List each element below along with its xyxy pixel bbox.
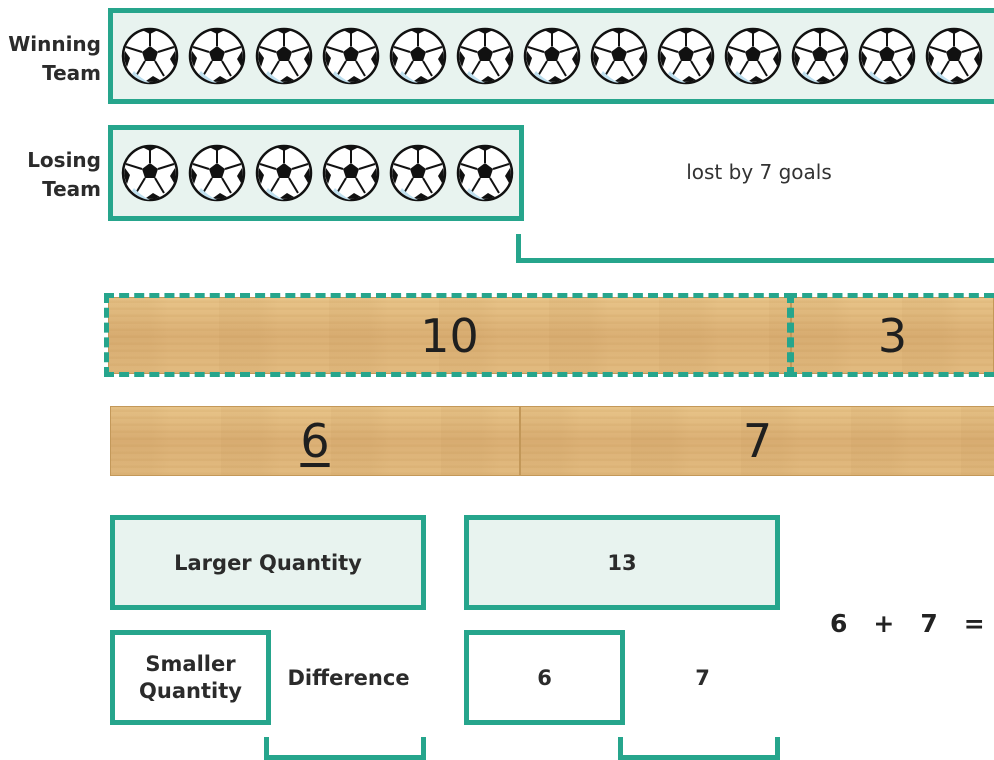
- soccer-ball-icon: [120, 26, 180, 86]
- difference-label-bracket: [264, 737, 426, 760]
- difference-caption: lost by 7 goals: [524, 160, 994, 184]
- difference-label-cell: Difference: [271, 630, 426, 725]
- soccer-ball-icon: [254, 143, 314, 203]
- larger-value-box: 13: [464, 515, 780, 610]
- soccer-ball-icon: [790, 26, 850, 86]
- smaller-value-box: 6: [464, 630, 625, 725]
- larger-value: 13: [469, 520, 775, 605]
- soccer-ball-icon: [589, 26, 649, 86]
- larger-quantity-box: Larger Quantity: [110, 515, 426, 610]
- soccer-ball-icon: [388, 26, 448, 86]
- soccer-ball-icon: [321, 143, 381, 203]
- soccer-ball-icon: [723, 26, 783, 86]
- soccer-ball-icon: [924, 26, 984, 86]
- soccer-ball-icon: [187, 143, 247, 203]
- soccer-ball-icon: [254, 26, 314, 86]
- soccer-ball-icon: [388, 143, 448, 203]
- difference-label: Difference: [271, 630, 426, 725]
- soccer-ball-icon: [857, 26, 917, 86]
- difference-value: 7: [625, 630, 780, 725]
- difference-bracket: [516, 234, 994, 263]
- equation-b: 7: [920, 609, 937, 638]
- wood-bar-bottom-left-value-wrap: 6: [111, 407, 519, 475]
- smaller-quantity-box: Smaller Quantity: [110, 630, 271, 725]
- soccer-ball-icon: [522, 26, 582, 86]
- soccer-ball-icon: [455, 143, 515, 203]
- losing-team-label: Losing Team: [0, 146, 101, 204]
- equation-plus: +: [873, 609, 894, 638]
- difference-value-cell: 7: [625, 630, 780, 725]
- smaller-quantity-label: Smaller Quantity: [115, 635, 266, 720]
- dashed-outline-ten: [104, 293, 794, 377]
- wood-bar-bottom-left-value: 6: [300, 414, 329, 468]
- equation: 6 + 7 =: [830, 603, 994, 643]
- losing-balls-row: [113, 130, 519, 216]
- soccer-ball-icon: [321, 26, 381, 86]
- soccer-ball-icon: [656, 26, 716, 86]
- soccer-ball-icon: [120, 143, 180, 203]
- equation-a: 6: [830, 609, 847, 638]
- equation-equals: =: [964, 609, 985, 638]
- winning-balls-row: [113, 13, 994, 99]
- soccer-ball-icon: [187, 26, 247, 86]
- losing-team-goals-box: [108, 125, 524, 221]
- larger-quantity-label: Larger Quantity: [115, 520, 421, 605]
- wood-bar-bottom-right-value: 7: [521, 407, 994, 475]
- winning-team-goals-box: [108, 8, 994, 104]
- wood-bar-bottom-right: 7: [520, 406, 994, 476]
- difference-value-bracket: [618, 737, 780, 760]
- soccer-ball-icon: [455, 26, 515, 86]
- dashed-outline-three: [787, 293, 994, 377]
- smaller-value: 6: [469, 635, 620, 720]
- wood-bar-bottom-left: 6: [110, 406, 520, 476]
- winning-team-label: Winning Team: [0, 30, 101, 88]
